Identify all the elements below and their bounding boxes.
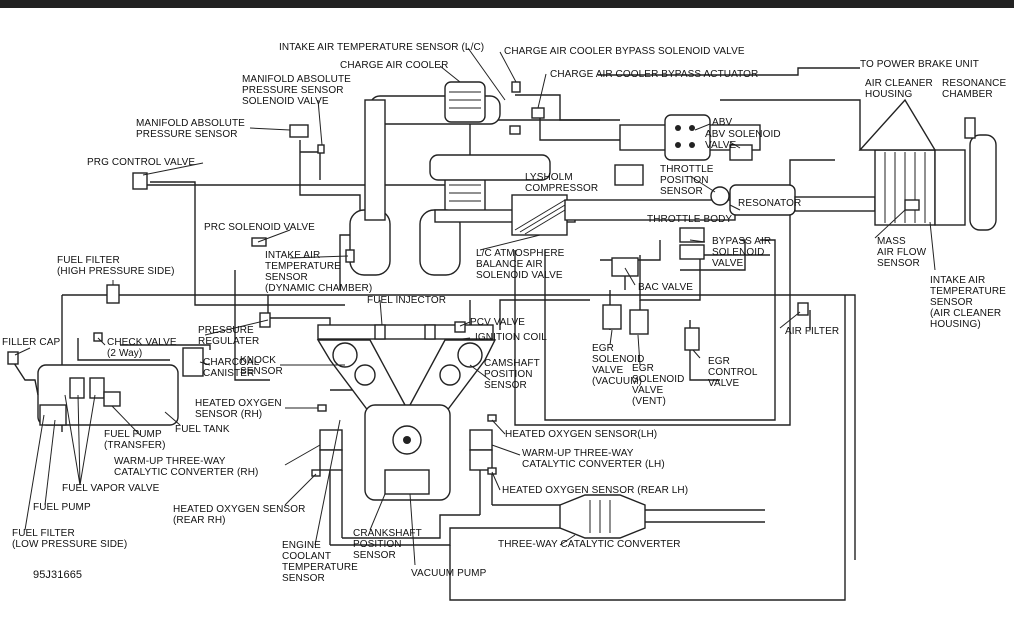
charcoal-canister bbox=[182, 347, 204, 377]
label-heated-o2-rear-rh: HEATED OXYGEN SENSOR (REAR RH) bbox=[173, 504, 306, 526]
label-air-filter: AIR FILTER bbox=[785, 326, 840, 337]
heated-o2-lh bbox=[487, 414, 497, 422]
label-intake-air-temp-dyn: INTAKE AIR TEMPERATURE SENSOR (DYNAMIC C… bbox=[265, 250, 373, 294]
label-resonator: RESONATOR bbox=[738, 198, 802, 209]
leader-lines bbox=[14, 47, 936, 566]
label-cac-bypass-solenoid: CHARGE AIR COOLER BYPASS SOLENOID VALVE bbox=[504, 46, 745, 57]
warmup-cat-lh bbox=[469, 429, 493, 451]
engine bbox=[316, 321, 497, 501]
air-filter bbox=[797, 302, 809, 316]
abv-valve bbox=[664, 114, 711, 161]
egr-sol-vent bbox=[629, 309, 649, 335]
label-intake-air-temp-lc: INTAKE AIR TEMPERATURE SENSOR (L/C) bbox=[279, 42, 485, 53]
label-abv-solenoid: ABV SOLENOID VALVE bbox=[705, 129, 781, 151]
label-fuel-filter-low: FUEL FILTER (LOW PRESSURE SIDE) bbox=[12, 528, 128, 550]
label-abv: ABV bbox=[712, 117, 733, 128]
label-to-power-brake: TO POWER BRAKE UNIT bbox=[860, 59, 979, 70]
label-air-cleaner-housing: AIR CLEANER HOUSING bbox=[865, 78, 933, 100]
label-fuel-vapor-valve: FUEL VAPOR VALVE bbox=[62, 483, 160, 494]
heated-o2-rear-rh bbox=[311, 469, 321, 477]
label-throttle-body: THROTTLE BODY bbox=[647, 214, 733, 225]
label-heated-o2-rh: HEATED OXYGEN SENSOR (RH) bbox=[195, 398, 282, 420]
label-heated-o2-rear-lh: HEATED OXYGEN SENSOR (REAR LH) bbox=[502, 485, 689, 496]
bac-valve bbox=[611, 257, 639, 277]
egr-control-valve bbox=[684, 327, 700, 351]
label-warmup-lh: WARM-UP THREE-WAY CATALYTIC CONVERTER (L… bbox=[522, 448, 665, 470]
heated-o2-rear-lh bbox=[487, 467, 497, 475]
bypass-air-solenoid-1 bbox=[679, 227, 705, 243]
hose-network bbox=[61, 67, 861, 601]
label-fuel-pump: FUEL PUMP bbox=[33, 502, 91, 513]
label-bac-valve: BAC VALVE bbox=[638, 282, 693, 293]
intake-plumbing bbox=[349, 81, 997, 277]
map-sensor bbox=[289, 124, 309, 138]
label-pcv-valve: PCV VALVE bbox=[470, 317, 525, 328]
label-pressure-regulator: PRESSURE REGULATER bbox=[198, 325, 260, 347]
label-egr-sol-vacuum: EGR SOLENOID VALVE (VACUUM) bbox=[592, 343, 645, 387]
label-mass-air-flow: MASS AIR FLOW SENSOR bbox=[877, 236, 927, 269]
resonance-chamber bbox=[969, 134, 997, 231]
three-way-cat bbox=[559, 494, 646, 539]
label-vacuum-pump: VACUUM PUMP bbox=[411, 568, 487, 579]
fuel-tank-assembly bbox=[7, 351, 179, 426]
figure-id: 95J31665 bbox=[33, 569, 83, 581]
label-charge-air-cooler: CHARGE AIR COOLER bbox=[340, 60, 449, 71]
label-charcoal-canister: CHARCOAL CANISTER bbox=[203, 357, 260, 379]
label-three-way-cat: THREE-WAY CATALYTIC CONVERTER bbox=[498, 539, 681, 550]
label-warmup-rh: WARM-UP THREE-WAY CATALYTIC CONVERTER (R… bbox=[114, 456, 259, 478]
label-fuel-injector: FUEL INJECTOR bbox=[367, 295, 447, 306]
check-valve bbox=[93, 332, 103, 342]
label-crankshaft-position: CRANKSHAFT POSITION SENSOR bbox=[353, 528, 422, 561]
map-solenoid bbox=[317, 144, 325, 154]
label-map-solenoid: MANIFOLD ABSOLUTE PRESSURE SENSOR SOLENO… bbox=[242, 74, 351, 107]
label-egr-control: EGR CONTROL VALVE bbox=[708, 356, 758, 389]
throttle-position-sensor bbox=[710, 186, 730, 206]
label-filler-cap: FILLER CAP bbox=[2, 337, 61, 348]
label-lc-atmosphere: L/C ATMOSPHERE BALANCE AIR SOLENOID VALV… bbox=[476, 248, 565, 281]
label-engine-coolant: ENGINE COOLANT TEMPERATURE SENSOR bbox=[282, 540, 358, 584]
label-fuel-filter-high: FUEL FILTER (HIGH PRESSURE SIDE) bbox=[57, 255, 175, 277]
label-camshaft-position: CAMSHAFT POSITION SENSOR bbox=[484, 358, 540, 391]
fuel-injector-lh bbox=[424, 324, 436, 340]
label-lysholm: LYSHOLM COMPRESSOR bbox=[525, 172, 599, 194]
egr-sol-vacuum bbox=[602, 304, 622, 330]
fuel-injector-rh bbox=[374, 324, 386, 340]
label-fuel-tank: FUEL TANK bbox=[175, 424, 230, 435]
heated-o2-rh bbox=[317, 404, 327, 412]
mass-air-flow-sensor bbox=[904, 199, 920, 211]
pressure-regulator bbox=[259, 312, 271, 328]
bypass-air-solenoid-2 bbox=[679, 244, 705, 260]
label-prg-control-valve: PRG CONTROL VALVE bbox=[87, 157, 196, 168]
exhaust bbox=[311, 404, 765, 546]
fuel-pump-transfer bbox=[103, 391, 121, 407]
label-resonance-chamber: RESONANCE CHAMBER bbox=[942, 78, 1007, 100]
filler-cap bbox=[7, 351, 19, 365]
charge-air-cooler-lower bbox=[444, 174, 486, 216]
warmup-cat-rh bbox=[319, 429, 343, 451]
abv-solenoid bbox=[729, 144, 753, 161]
fuel-filter-high bbox=[106, 284, 120, 304]
label-throttle-position: THROTTLE POSITION SENSOR bbox=[660, 164, 714, 197]
label-cac-bypass-actuator: CHARGE AIR COOLER BYPASS ACTUATOR bbox=[550, 69, 759, 80]
label-intake-air-temp-ac: INTAKE AIR TEMPERATURE SENSOR (AIR CLEAN… bbox=[930, 275, 1006, 330]
label-map-sensor: MANIFOLD ABSOLUTE PRESSURE SENSOR bbox=[136, 118, 245, 140]
cac-bypass-solenoid bbox=[511, 81, 521, 93]
charge-air-cooler-upper bbox=[444, 81, 486, 123]
label-fuel-pump-transfer: FUEL PUMP (TRANSFER) bbox=[104, 429, 166, 451]
label-egr-sol-vent: EGR SOLENOID VALVE (VENT) bbox=[632, 363, 685, 407]
sensors bbox=[93, 81, 809, 377]
intake-air-temp-lc bbox=[509, 125, 521, 135]
top-border bbox=[0, 0, 1014, 8]
label-bypass-air-solenoid: BYPASS AIR SOLENOID VALVE bbox=[712, 236, 772, 269]
pcv-valve bbox=[454, 321, 466, 333]
label-check-valve: CHECK VALVE (2 Way) bbox=[107, 337, 177, 359]
cac-bypass-actuator bbox=[531, 107, 545, 119]
label-knock-sensor: KNOCK SENSOR bbox=[240, 355, 283, 377]
label-heated-o2-lh: HEATED OXYGEN SENSOR(LH) bbox=[505, 429, 658, 440]
prg-control-valve bbox=[132, 172, 148, 190]
label-prc-solenoid: PRC SOLENOID VALVE bbox=[204, 222, 315, 233]
label-ignition-coil: IGNITION COIL bbox=[475, 332, 547, 343]
